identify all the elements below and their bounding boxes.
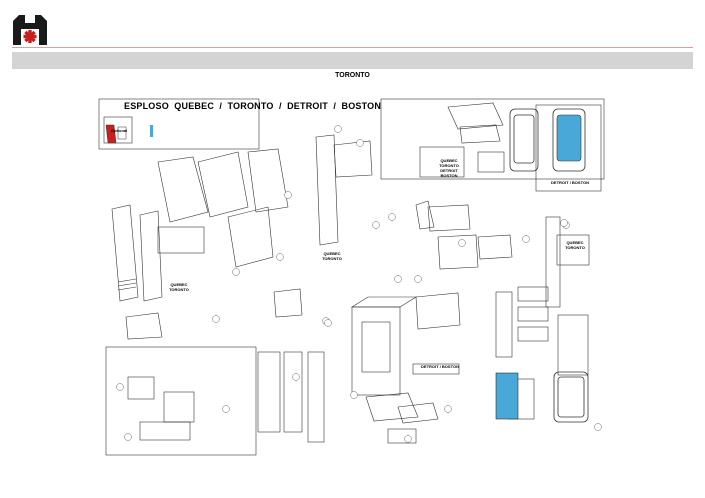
detroit-boston-top-label: DETROIT / BOSTON (551, 180, 589, 185)
detroit-boston-door-frame (535, 104, 602, 192)
detroit-boston-mid-label: DETROIT / BOSTON (421, 364, 459, 369)
quebec-toronto-right-label: QUEBEC TORONTO (565, 240, 585, 250)
detroit-boston-label-frame (412, 363, 460, 375)
glass-panel-top (556, 114, 582, 162)
optional-label: Optional (111, 128, 128, 133)
asterisk-icon (23, 30, 37, 43)
quebec-toronto-small-label: QUEBEC TORONTO (169, 282, 189, 292)
page-title: TORONTO (335, 72, 370, 79)
quebec-toronto-mid-label: QUEBEC TORONTO (322, 251, 342, 261)
detroit-boston-frame (380, 98, 605, 180)
diagram-title: ESPLOSO QUEBEC / TORONTO / DETROIT / BOS… (124, 101, 382, 111)
header-divider (12, 47, 693, 48)
exploded-parts-diagram (98, 98, 605, 456)
model-note-label: QUEBEC TORONTO DETROIT BOSTON (439, 158, 459, 178)
glass-panel-main (495, 372, 519, 420)
brand-logo (13, 15, 47, 45)
electronics-frame (105, 346, 257, 456)
title-frame (98, 98, 260, 150)
header-bar (12, 52, 693, 69)
quebec-toronto-side-frame (556, 234, 590, 266)
